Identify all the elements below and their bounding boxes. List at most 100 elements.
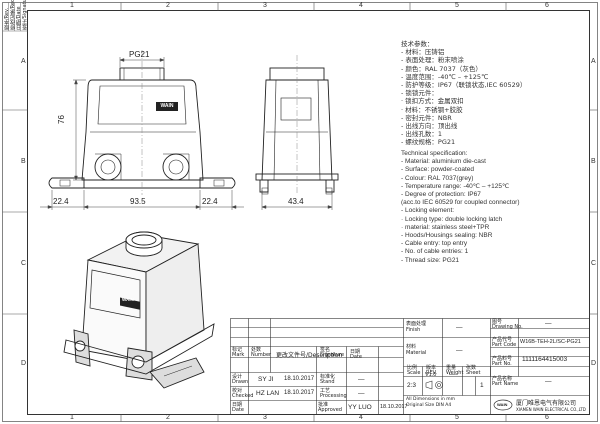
material-label: 材料 Material — [406, 344, 427, 356]
spec-cn-line: - 出线孔数：1 — [401, 130, 443, 139]
spec-en-line: · Locking type: double locking latch — [401, 215, 503, 223]
approved-by: YY LUO — [348, 404, 372, 411]
spec-en-line: (acc.to IEC 60529 for coupled connector) — [401, 199, 520, 207]
spec-cn-line: · 锁扣方式：金属双扣 — [401, 97, 464, 106]
grid-row-c-right: C — [591, 260, 597, 267]
approved-date-label: 日期 Date — [232, 402, 244, 413]
drawn-by: SY JI — [258, 376, 274, 383]
right-offset-dimension: 22.4 — [202, 197, 218, 206]
header-description: 更改文件号/Description — [276, 352, 343, 359]
depth-dimension: 43.4 — [288, 197, 304, 206]
header-date: 日期 Date — [350, 349, 362, 360]
finish-label: 表面处理 Finish — [406, 321, 427, 333]
material-value: — — [456, 347, 463, 354]
grid-row-d: D — [21, 360, 27, 367]
spec-en-line: - Locking element: — [401, 207, 455, 215]
part-code-value: W16B-TEH-2L/SC-PG21 — [520, 339, 581, 345]
approved-date: 18.10.2017 — [380, 404, 408, 410]
grid-row-c: C — [21, 260, 27, 267]
spec-en-line: - Material: aluminium die-cast — [401, 158, 486, 166]
weight-label: 重量 Weight — [446, 365, 464, 376]
spec-en-line: · material: stainless steel+TPR — [401, 223, 490, 231]
sheet-label: 张数 Sheet — [466, 365, 481, 376]
part-name-value: — — [545, 378, 552, 385]
company-logo: WAIN — [497, 402, 508, 407]
checked-by: HZ LAN — [256, 390, 280, 397]
spec-en-line: - No. of cable entries: 1 — [401, 248, 469, 256]
spec-cn-line: - 材料：压铸铝 — [401, 48, 445, 57]
spec-en-list: Technical specification: - Material: alu… — [401, 150, 520, 265]
drawing-no-value: — — [545, 320, 552, 327]
drawn-date: 18.10.2017 — [284, 376, 315, 382]
spec-en-line: - Thread size: PG21 — [401, 256, 460, 264]
grid-row-a: A — [21, 58, 26, 65]
finish-value: — — [456, 324, 463, 331]
grid-col-6-bottom: 6 — [545, 414, 549, 421]
part-no-value: 1111164415003 — [522, 356, 568, 363]
front-logo-plate: WAIN — [160, 103, 174, 109]
spec-cn-line: 技术参数： — [401, 40, 434, 48]
spec-cn-line: - 温度范围：-40℃ – +125℃ — [401, 72, 489, 81]
grid-col-6: 6 — [545, 2, 549, 9]
spec-cn-line: - 密封元件：NBR — [401, 113, 452, 122]
standard-value: — — [358, 376, 365, 383]
grid-col-2: 2 — [166, 2, 170, 9]
header-signature: 签名 Signature — [320, 347, 345, 358]
spec-en-line: - Colour: RAL 7037(grey) — [401, 174, 474, 182]
grid-col-2-bottom: 2 — [166, 414, 170, 421]
spec-en-line: Technical specification: — [401, 150, 468, 157]
grid-row-b-right: B — [591, 158, 596, 165]
company-name-cn: 厦门唯恩电气有限公司 — [516, 400, 577, 407]
spec-cn-line: - 表面处理：粉末喷涂 — [401, 56, 464, 65]
header-number: 处数 Number — [251, 347, 272, 358]
version-value: V1.0 — [425, 372, 437, 378]
approved-label: 批准 Approved — [318, 402, 342, 413]
part-name-label: 产品名称 Part Name — [492, 376, 519, 387]
grid-col-3: 3 — [263, 2, 267, 9]
version-label: 版本 REV. — [426, 365, 437, 376]
spec-en-line: - Surface: powder-coated — [401, 166, 474, 174]
grid-row-d-right: D — [591, 360, 597, 367]
part-code-label: 产品代号 Part Code — [492, 337, 517, 348]
checked-date: 18.10.2017 — [284, 390, 315, 396]
grid-col-5: 5 — [455, 2, 459, 9]
spec-en-line: - Degree of protection: IP67 — [401, 191, 481, 199]
weight-value: — — [449, 371, 456, 378]
processing-label: 工艺 Processing — [320, 388, 347, 399]
checked-label: 校对 Checked — [232, 388, 254, 399]
part-no-label: 产品料号 Part No. — [492, 356, 513, 367]
processing-value: — — [358, 390, 365, 397]
grid-col-4: 4 — [359, 2, 363, 9]
iso-logo-plate: WAIN — [122, 297, 134, 302]
grid-col-5-bottom: 5 — [455, 414, 459, 421]
header-mark: 标记 Mark — [232, 347, 245, 358]
spec-cn-line: - 防护等级：IP67（联锁状态,IEC 60529） — [401, 81, 527, 90]
spec-en-line: - Cable entry: top entry — [401, 240, 468, 248]
grid-row-b: B — [21, 158, 26, 165]
spec-cn-line: - 螺纹规格：PG21 — [401, 138, 456, 147]
grid-col-1-bottom: 1 — [70, 414, 74, 421]
spec-en-line: - Temperature range: -40℃ – +125℃ — [401, 182, 510, 190]
standard-label: 标准化 Stand — [320, 374, 336, 385]
scale-value: 2:3 — [407, 382, 417, 389]
units-note: All Dimensions in mm Original Size DIN A… — [406, 397, 456, 408]
width-dimension: 93.5 — [130, 197, 146, 206]
grid-col-4-bottom: 4 — [359, 414, 363, 421]
grid-col-3-bottom: 3 — [263, 414, 267, 421]
drawing-no-label: 图号 Drawing No. — [492, 319, 523, 330]
spec-cn-line: · 材料：不锈钢+胶胶 — [401, 105, 463, 114]
scale-label: 比例 Scale — [407, 365, 421, 376]
spec-en-line: - Hoods/Housings sealing: NBR — [401, 232, 493, 240]
spec-cn-line: - 颜色：RAL 7037（灰色） — [401, 64, 482, 73]
spec-cn-line: - 出线方向：顶出线 — [401, 122, 458, 131]
sheet-value: 1 — [480, 382, 484, 389]
drawn-label: 设计 Drawn — [232, 374, 249, 385]
grid-row-a-right: A — [591, 58, 596, 65]
spec-cn-list: 技术参数： - 材料：压铸铝 - 表面处理：粉末喷涂 - 颜色：RAL 7037… — [401, 40, 526, 147]
company-name-en: XIAMEN WAIN ELECTRICAL CO.,LTD — [516, 407, 586, 412]
pg21-dimension: PG21 — [129, 50, 150, 59]
